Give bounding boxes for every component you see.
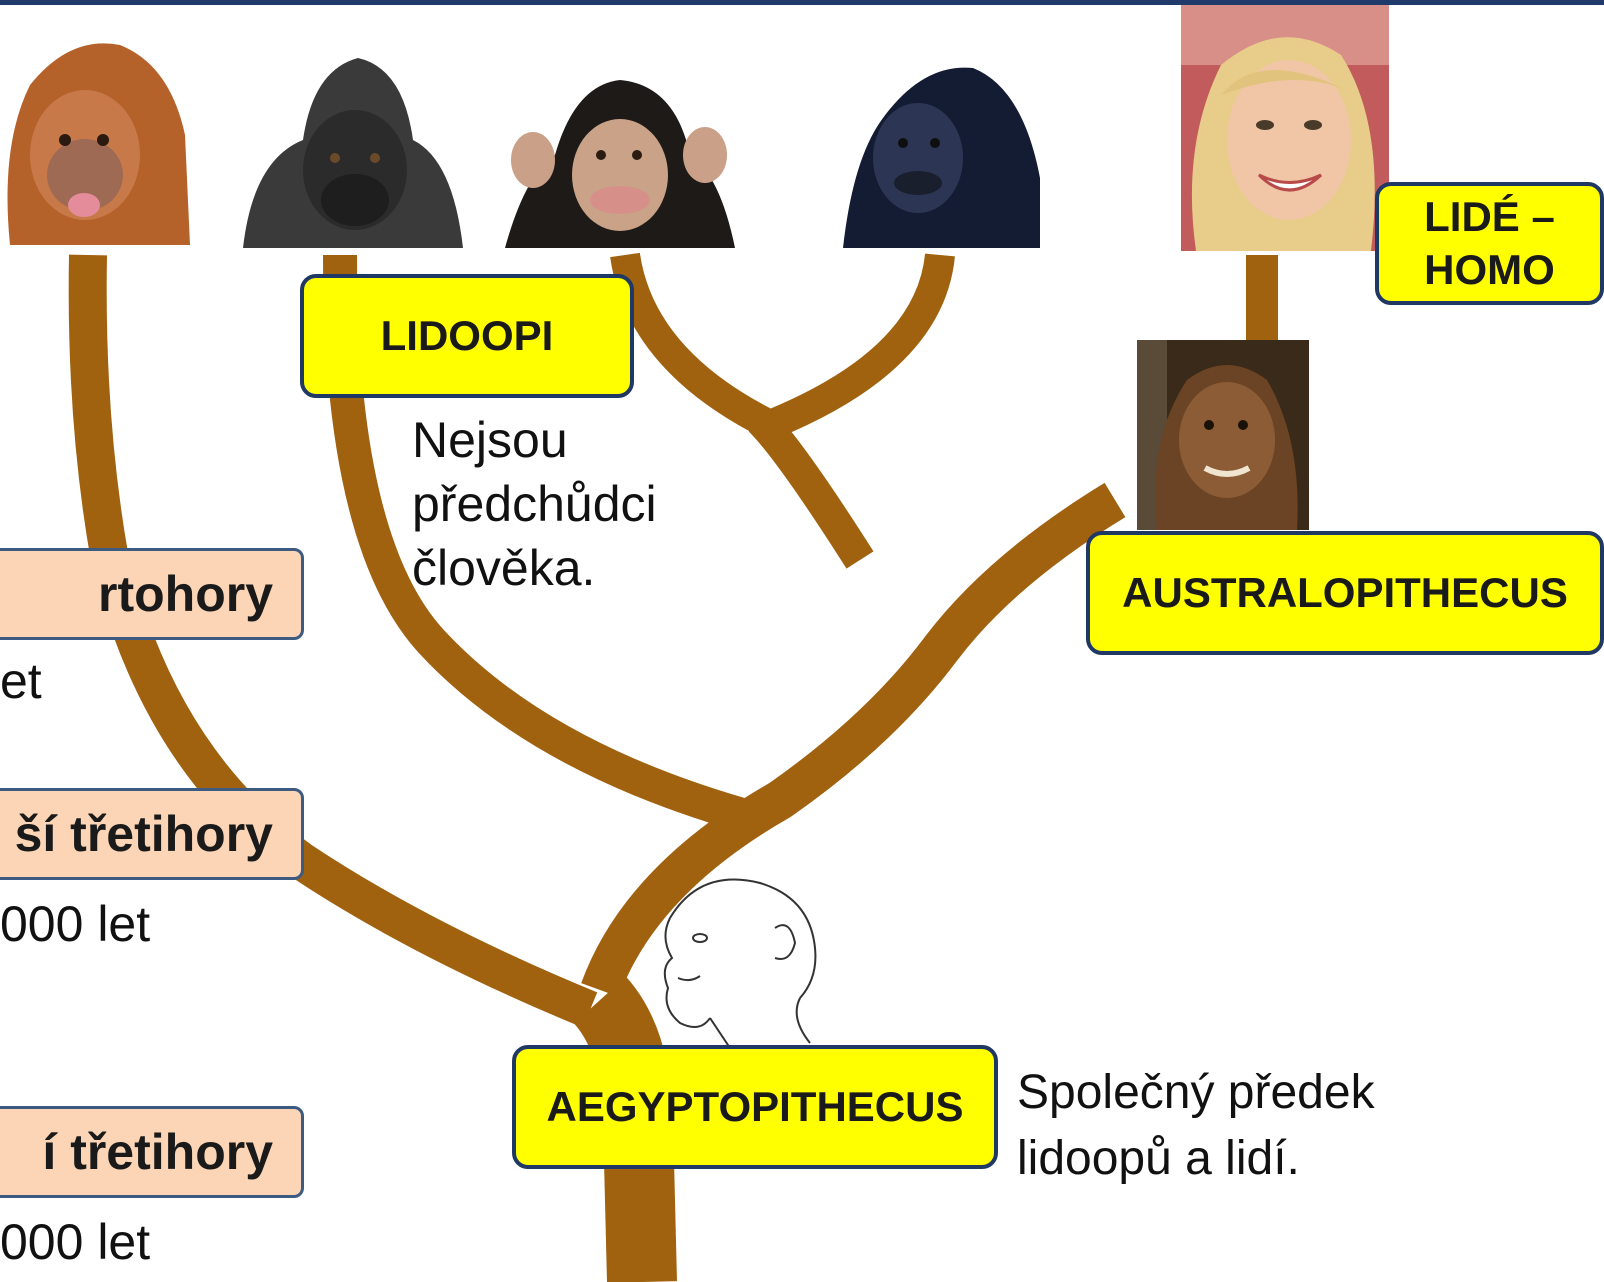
orangutan-branch bbox=[68, 254, 598, 1028]
aegyptopithecus-note: Společný předek lidoopů a lidí. bbox=[1017, 1066, 1375, 1185]
human-photo bbox=[1181, 5, 1389, 251]
aegyptopithecus-label: AEGYPTOPITHECUS bbox=[512, 1045, 998, 1169]
period-box-1: rtohory bbox=[0, 548, 304, 640]
chimp-bonobo-branch bbox=[748, 408, 874, 569]
gorilla-photo bbox=[243, 50, 463, 248]
orangutan-photo bbox=[0, 25, 190, 245]
period-sub-3: 000 let bbox=[0, 1214, 151, 1270]
bonobo-branch bbox=[764, 253, 955, 439]
period-box-3: í třetihory bbox=[0, 1106, 304, 1198]
australopithecus-photo bbox=[1137, 340, 1309, 530]
chimpanzee-photo bbox=[505, 75, 735, 248]
aegyptopithecus-sketch bbox=[640, 858, 840, 1048]
apes-branch bbox=[581, 482, 1126, 998]
gorilla-branch bbox=[323, 254, 765, 837]
period-box-2: ší třetihory bbox=[0, 788, 304, 880]
period-sub-2: 000 let bbox=[0, 896, 151, 952]
bonobo-photo bbox=[843, 58, 1040, 248]
chimp-branch bbox=[610, 252, 777, 439]
top-border bbox=[0, 0, 1604, 5]
lidoopi-note: Nejsou předchůdci člověka. bbox=[412, 412, 657, 596]
lide-homo-label: LIDÉ – HOMO bbox=[1375, 182, 1604, 305]
period-sub-1: et bbox=[0, 653, 42, 709]
lidoopi-label: LIDOOPI bbox=[300, 274, 634, 398]
australopithecus-label: AUSTRALOPITHECUS bbox=[1086, 531, 1604, 655]
